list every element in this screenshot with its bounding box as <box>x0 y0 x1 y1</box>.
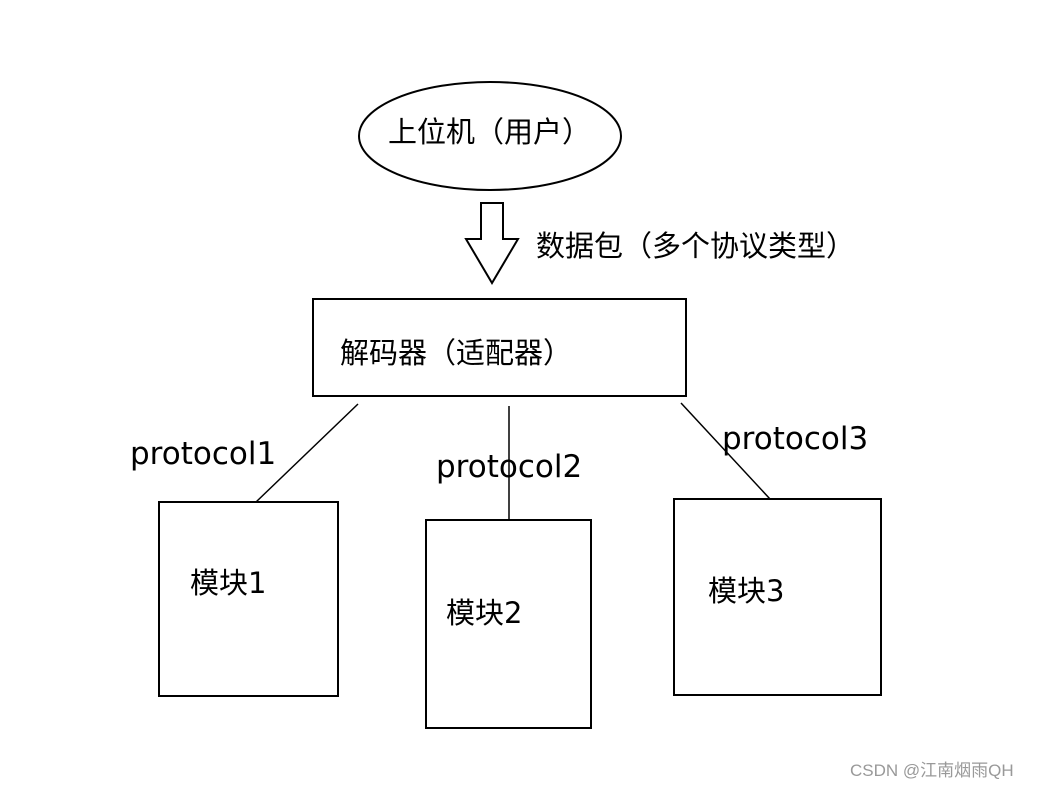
host-ellipse <box>358 81 622 191</box>
edge-line-protocol3 <box>680 402 771 500</box>
watermark: CSDN @江南烟雨QH <box>850 761 1014 780</box>
decoder-box: 解码器（适配器） <box>312 298 687 397</box>
host-label: 上位机（用户） <box>388 115 592 149</box>
protocol1-label: protocol1 <box>130 436 277 472</box>
module-3-label: 模块3 <box>708 574 785 608</box>
module-2-box: 模块2 <box>425 519 592 729</box>
module-1-label: 模块1 <box>190 566 267 600</box>
protocol2-label: protocol2 <box>436 449 583 485</box>
module-3-box: 模块3 <box>673 498 882 696</box>
module-1-box: 模块1 <box>158 501 339 697</box>
protocol3-label: protocol3 <box>722 421 869 457</box>
down-arrow-icon <box>464 202 520 285</box>
module-2-label: 模块2 <box>446 596 523 630</box>
packet-label: 数据包（多个协议类型） <box>536 229 856 263</box>
edge-line-protocol1 <box>255 403 359 503</box>
decoder-label: 解码器（适配器） <box>340 336 573 370</box>
